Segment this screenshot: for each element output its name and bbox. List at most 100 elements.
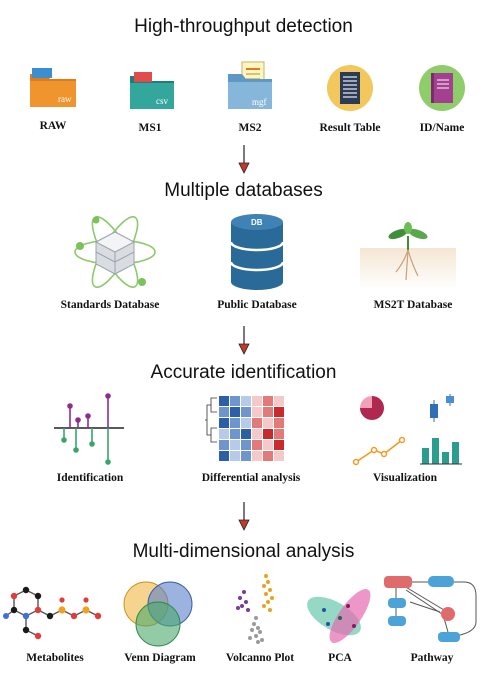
heatmap-cell [230, 429, 240, 439]
volcano-plot-icon [236, 574, 274, 644]
label-pca: PCA [328, 652, 352, 664]
heatmap-cell [263, 451, 273, 461]
heatmap-cell [274, 407, 284, 417]
venn-diagram-icon [123, 581, 193, 647]
heatmap-cell [241, 407, 251, 417]
heatmap-cell [263, 418, 273, 428]
heatmap-cell [230, 440, 240, 450]
label-result-table: Result Table [319, 122, 381, 134]
heatmap-cell [274, 451, 284, 461]
svg-text:raw: raw [58, 94, 72, 104]
volcano-point [270, 596, 274, 600]
heatmap-cell [241, 429, 251, 439]
label-metabolites: Metabolites [26, 652, 84, 664]
heatmap-cell [230, 407, 240, 417]
heatmap-cell [274, 396, 284, 406]
volcano-point [262, 604, 266, 608]
volcano-point [240, 604, 244, 608]
label-visualization: Visualization [372, 472, 438, 484]
public-database-icon: DB [229, 214, 285, 290]
visualization-charts-icon [352, 394, 462, 466]
section-title-identification: Accurate identification [150, 362, 337, 383]
volcano-point [266, 600, 270, 604]
volcano-point [248, 636, 252, 640]
section-title-detection: High-throughput detection [134, 16, 353, 37]
volcano-point [264, 574, 268, 578]
svg-text:csv: csv [156, 96, 168, 106]
id-book-icon [419, 65, 465, 111]
heatmap-cell [274, 440, 284, 450]
volcano-point [252, 622, 256, 626]
heatmap-cell [252, 440, 262, 450]
heatmap-cell [230, 418, 240, 428]
heatmap-cell [263, 396, 273, 406]
volcano-point [244, 600, 248, 604]
heatmap-cell [274, 418, 284, 428]
label-ms2: MS2 [238, 122, 262, 134]
folder-mgf-icon: mgf [228, 61, 272, 109]
volcano-point [268, 608, 272, 612]
volcano-point [262, 584, 266, 588]
heatmap-cell [241, 440, 251, 450]
heatmap-cell [263, 429, 273, 439]
svg-text:DB: DB [251, 218, 263, 227]
label-raw: RAW [39, 120, 67, 132]
label-ms1: MS1 [138, 122, 162, 134]
folder-raw-icon: raw [30, 68, 76, 107]
volcano-point [260, 638, 264, 642]
section-title-multi-dimensional: Multi-dimensional analysis [132, 541, 355, 562]
heatmap-cell [252, 407, 262, 417]
heatmap-cell [230, 396, 240, 406]
label-public-database: Public Database [217, 299, 297, 311]
heatmap-cell [263, 440, 273, 450]
volcano-point [250, 628, 254, 632]
label-ms2t-database: MS2T Database [373, 299, 453, 311]
heatmap-cell [230, 451, 240, 461]
standards-database-icon [74, 216, 156, 288]
heatmap-cell [241, 396, 251, 406]
heatmap-cell [219, 407, 229, 417]
heatmap-cell [219, 418, 229, 428]
section-title-databases: Multiple databases [164, 180, 323, 201]
heatmap-cell [252, 429, 262, 439]
volcano-point [246, 608, 250, 612]
volcano-point [256, 626, 260, 630]
ms2t-plant-icon [360, 222, 456, 290]
heatmap-cell [252, 418, 262, 428]
heatmap-cell [219, 429, 229, 439]
label-identification: Identification [56, 472, 124, 484]
heatmap-cell [274, 429, 284, 439]
volcano-point [258, 630, 262, 634]
svg-text:mgf: mgf [252, 97, 267, 107]
label-volcano-plot: Volcanno Plot [225, 652, 295, 664]
volcano-point [254, 616, 258, 620]
flow-arrow-2 [238, 326, 250, 355]
heatmap-cell [263, 407, 273, 417]
heatmap-cell [241, 418, 251, 428]
label-pathway: Pathway [410, 652, 454, 664]
pca-ellipses-icon [307, 589, 371, 643]
volcano-point [242, 590, 246, 594]
heatmap-cell [241, 451, 251, 461]
folder-csv-icon: csv [130, 72, 174, 109]
result-table-icon [327, 65, 373, 111]
pathway-network-icon [384, 576, 477, 642]
label-id-name: ID/Name [419, 122, 465, 134]
volcano-point [266, 580, 270, 584]
heatmap-cell [219, 440, 229, 450]
heatmap-cell [219, 451, 229, 461]
volcano-point [236, 606, 240, 610]
mirror-spectrum-icon [54, 393, 124, 465]
volcano-point [268, 588, 272, 592]
volcano-point [256, 640, 260, 644]
volcano-point [264, 592, 268, 596]
volcano-point [238, 596, 242, 600]
heatmap-icon [205, 396, 284, 461]
heatmap-cell [252, 451, 262, 461]
flow-arrow-1 [238, 145, 250, 174]
label-venn-diagram: Venn Diagram [124, 652, 196, 664]
label-differential-analysis: Differential analysis [201, 472, 301, 484]
flow-arrow-3 [238, 502, 250, 531]
heatmap-cell [219, 396, 229, 406]
heatmap-cell [252, 396, 262, 406]
